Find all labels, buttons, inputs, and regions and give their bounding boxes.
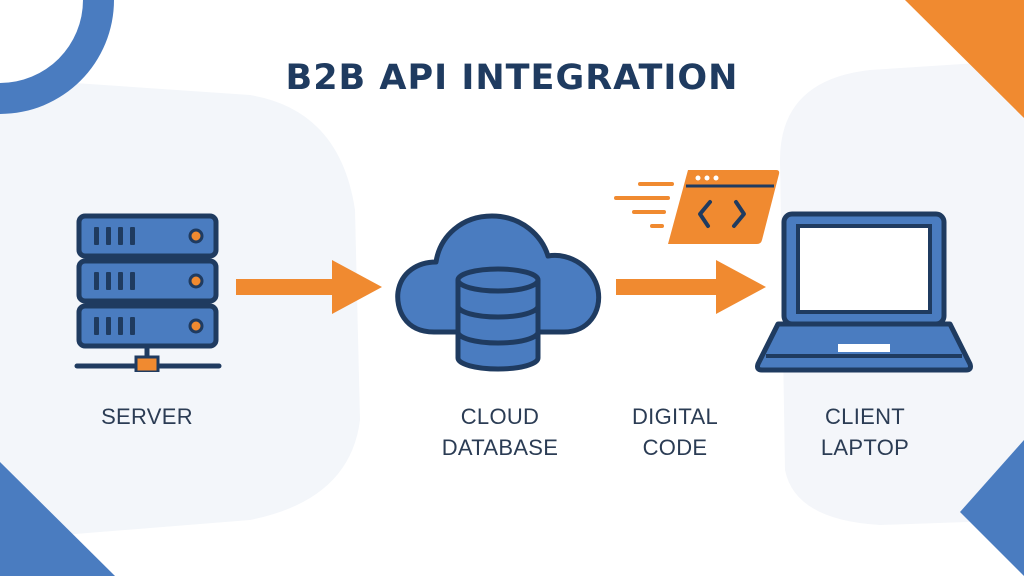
server-icon [74, 213, 222, 372]
label-digital-code: DIGITAL CODE [610, 401, 740, 463]
arrow-server-to-cloud [236, 260, 382, 314]
label-server-line-1: SERVER [101, 404, 193, 429]
label-cloud-database-line-2: DATABASE [441, 435, 559, 460]
cloud-database-icon [395, 213, 602, 372]
laptop-icon [755, 211, 973, 373]
label-cloud-database-line-1: CLOUD [460, 404, 540, 429]
arrow-cloud-to-laptop [616, 260, 766, 314]
diagram-title: B2B API INTEGRATION [285, 58, 739, 98]
label-client-laptop-line-2: LAPTOP [820, 435, 910, 460]
label-client-laptop: CLIENT LAPTOP [790, 401, 940, 463]
label-digital-code-line-2: CODE [642, 435, 708, 460]
corner-triangle-bottom-right [960, 440, 1024, 576]
label-digital-code-line-1: DIGITAL [631, 404, 719, 429]
label-server: SERVER [72, 401, 222, 432]
label-cloud-database: CLOUD DATABASE [415, 401, 585, 463]
corner-arc-top-left [0, 0, 114, 114]
corner-triangle-top-right [905, 0, 1024, 118]
label-client-laptop-line-1: CLIENT [824, 404, 906, 429]
code-window-icon [614, 170, 780, 244]
corner-triangle-bottom-left [0, 462, 115, 576]
